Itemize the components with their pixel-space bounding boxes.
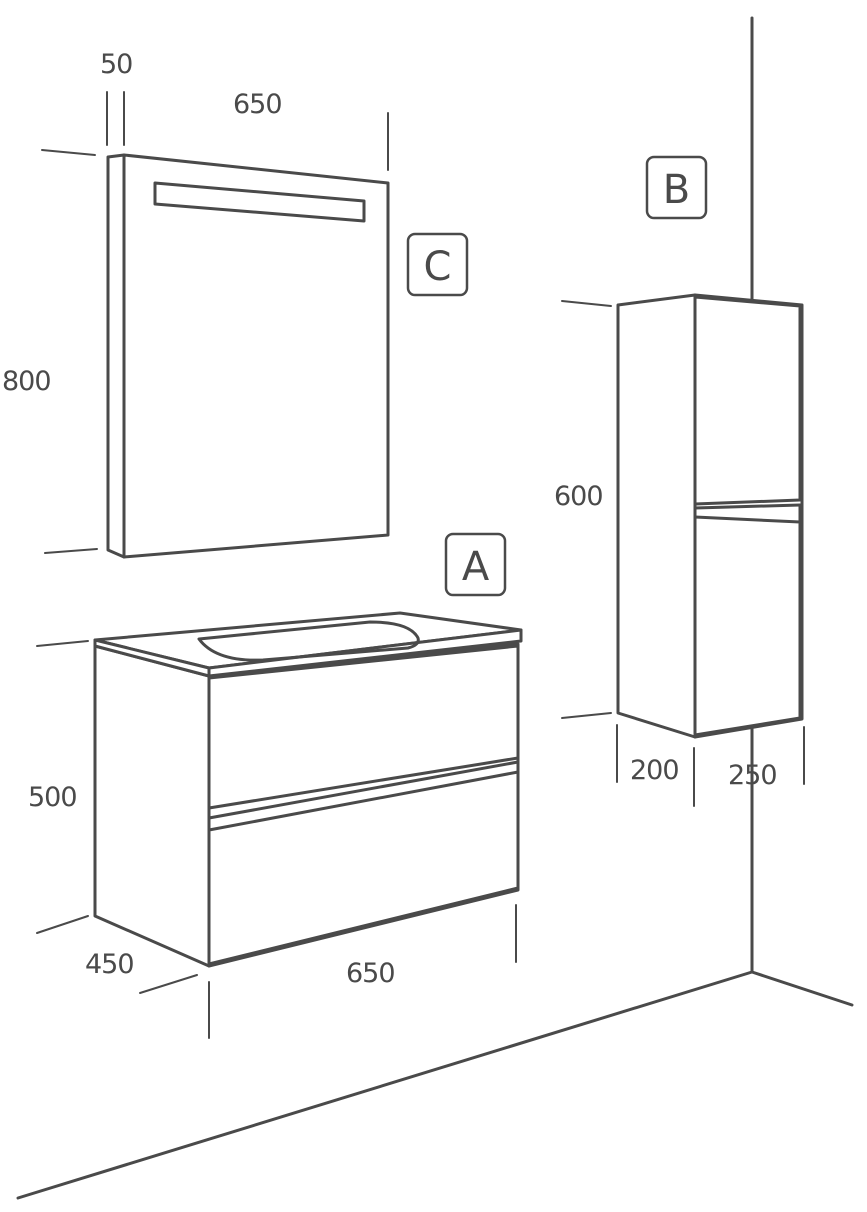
mirror-c bbox=[106, 153, 390, 559]
cabinet-door-top bbox=[693, 295, 802, 506]
vanity-a bbox=[93, 611, 523, 968]
dim-mirror-height: 800 bbox=[2, 366, 51, 397]
tag-b: B bbox=[645, 155, 708, 220]
tag-c-label: C bbox=[424, 244, 452, 290]
tag-a: A bbox=[444, 532, 507, 597]
dim-vanity-width: 650 bbox=[346, 958, 395, 989]
dim-mirror-width: 650 bbox=[233, 89, 282, 120]
dim-cabinet-height: 600 bbox=[554, 481, 603, 512]
dim-vanity-height: 500 bbox=[28, 782, 77, 813]
vanity-drawer-top bbox=[207, 644, 520, 810]
mirror-light-strip bbox=[153, 181, 366, 223]
cabinet-door-bottom bbox=[693, 515, 802, 737]
dimension-lines bbox=[36, 91, 805, 1039]
tall-cabinet-b bbox=[616, 293, 804, 739]
tag-b-label: B bbox=[663, 167, 690, 213]
dim-cabinet-width: 250 bbox=[728, 760, 777, 791]
tag-c: C bbox=[406, 232, 469, 297]
vanity-drawer-bottom bbox=[207, 770, 520, 966]
dim-cabinet-depth: 200 bbox=[630, 755, 679, 786]
vanity-basin bbox=[197, 620, 420, 662]
dimension-texts: 50 650 800 600 200 250 500 450 650 bbox=[2, 49, 778, 989]
dim-mirror-depth: 50 bbox=[100, 49, 132, 80]
dim-vanity-depth: 450 bbox=[85, 949, 134, 980]
tag-a-label: A bbox=[462, 544, 490, 590]
